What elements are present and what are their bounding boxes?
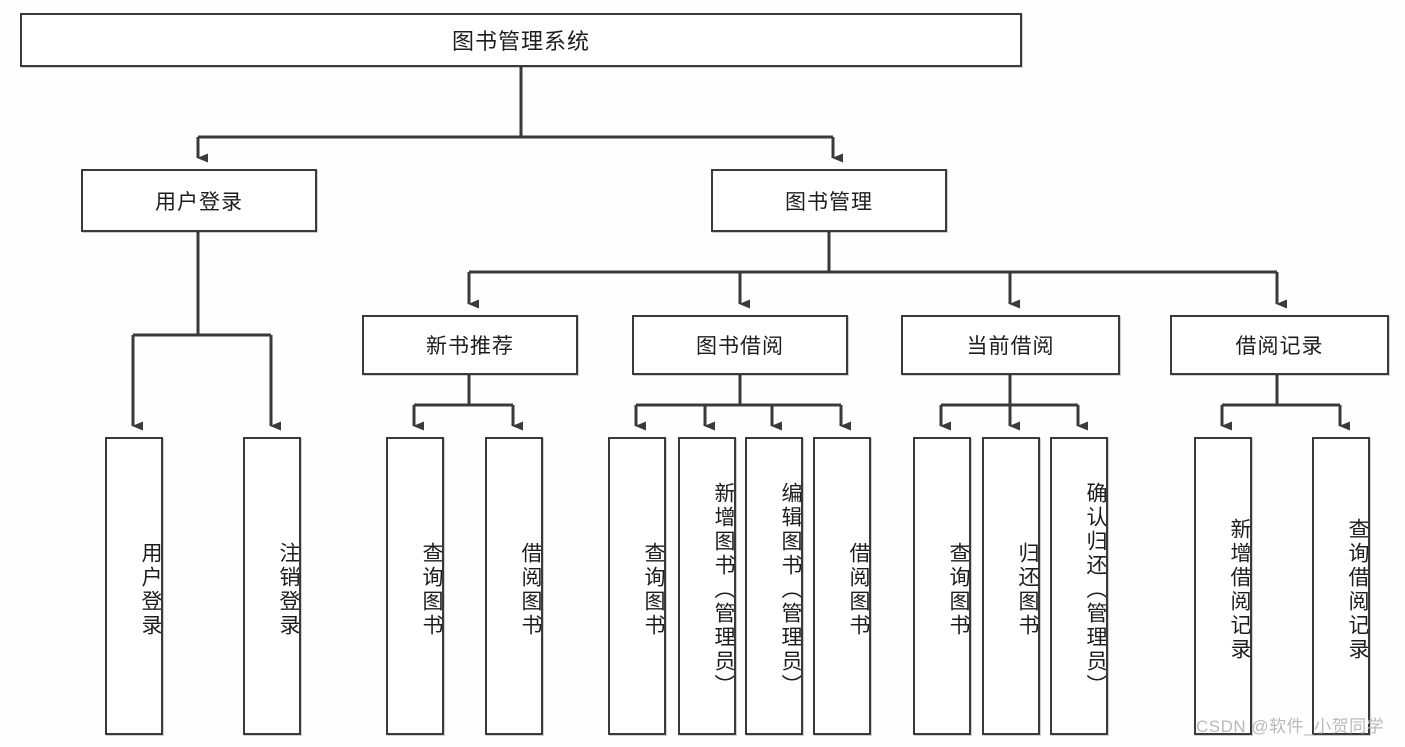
- leaf-add-book-admin[interactable]: 新增图书（管理员）: [678, 437, 736, 735]
- leaf-user-login-label: 用户登录: [139, 542, 162, 638]
- leaf-borrow-book-label: 借阅图书: [847, 542, 870, 638]
- leaf-borrow-query-book[interactable]: 查询图书: [608, 437, 666, 735]
- node-user-login-label: 用户登录: [155, 190, 243, 214]
- leaf-logout-label: 注销登录: [277, 542, 300, 638]
- leaf-edit-book-admin-label: 编辑图书（管理员）: [779, 482, 802, 698]
- leaf-return-book[interactable]: 归还图书: [982, 437, 1040, 735]
- node-borrow-record[interactable]: 借阅记录: [1170, 315, 1389, 375]
- leaf-recommend-borrow-book[interactable]: 借阅图书: [485, 437, 543, 735]
- node-new-book-recommend-label: 新书推荐: [426, 335, 514, 358]
- leaf-edit-book-admin[interactable]: 编辑图书（管理员）: [745, 437, 803, 735]
- leaf-current-query-book-label: 查询图书: [947, 542, 970, 638]
- node-root-label: 图书管理系统: [451, 29, 590, 54]
- leaf-user-login[interactable]: 用户登录: [105, 437, 163, 735]
- leaf-logout[interactable]: 注销登录: [243, 437, 301, 735]
- leaf-borrow-book[interactable]: 借阅图书: [813, 437, 871, 735]
- leaf-confirm-return-admin[interactable]: 确认归还（管理员）: [1050, 437, 1108, 735]
- leaf-query-borrow-record-label: 查询借阅记录: [1346, 518, 1369, 662]
- leaf-add-borrow-record-label: 新增借阅记录: [1228, 518, 1251, 662]
- node-borrow-record-label: 借阅记录: [1235, 335, 1324, 358]
- leaf-current-query-book[interactable]: 查询图书: [913, 437, 971, 735]
- node-root[interactable]: 图书管理系统: [20, 13, 1022, 67]
- leaf-query-borrow-record[interactable]: 查询借阅记录: [1312, 437, 1370, 735]
- leaf-return-book-label: 归还图书: [1016, 542, 1039, 638]
- leaf-recommend-borrow-book-label: 借阅图书: [519, 542, 542, 638]
- node-book-management-label: 图书管理: [785, 190, 873, 214]
- node-book-borrow[interactable]: 图书借阅: [632, 315, 848, 375]
- node-book-borrow-label: 图书借阅: [696, 335, 784, 358]
- leaf-add-borrow-record[interactable]: 新增借阅记录: [1194, 437, 1252, 735]
- node-book-management[interactable]: 图书管理: [711, 169, 947, 232]
- leaf-recommend-query-book[interactable]: 查询图书: [386, 437, 444, 735]
- leaf-confirm-return-admin-label: 确认归还（管理员）: [1084, 482, 1107, 698]
- node-user-login[interactable]: 用户登录: [81, 169, 317, 232]
- leaf-recommend-query-book-label: 查询图书: [420, 542, 443, 638]
- leaf-add-book-admin-label: 新增图书（管理员）: [712, 482, 735, 698]
- node-current-borrow[interactable]: 当前借阅: [901, 315, 1120, 375]
- node-new-book-recommend[interactable]: 新书推荐: [362, 315, 578, 375]
- leaf-borrow-query-book-label: 查询图书: [642, 542, 665, 638]
- node-current-borrow-label: 当前借阅: [966, 335, 1055, 358]
